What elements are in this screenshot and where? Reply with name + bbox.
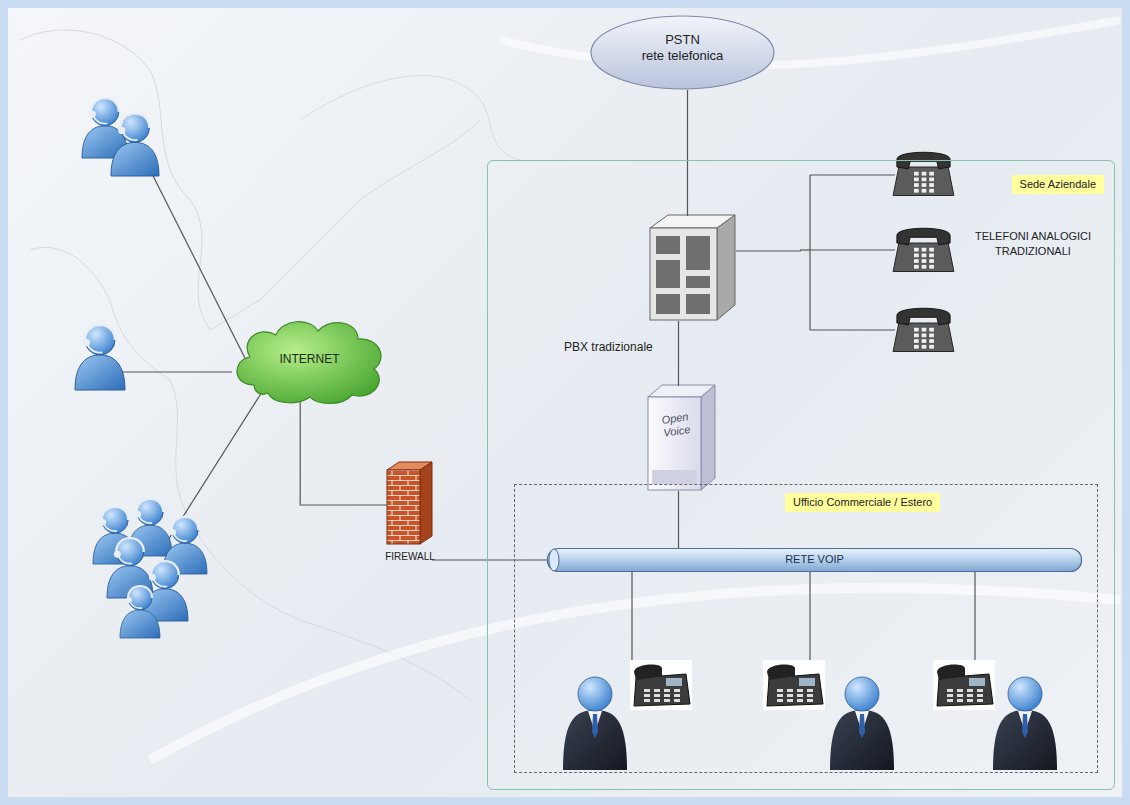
network-link xyxy=(432,559,547,560)
network-link xyxy=(678,321,679,386)
network-link xyxy=(736,250,801,251)
network-link xyxy=(687,90,688,216)
cloud-label: INTERNET xyxy=(232,352,387,366)
network-link xyxy=(678,491,679,548)
region-tag: Ufficio Commerciale / Estero xyxy=(785,493,940,512)
site-region: Sede AziendalePBX tradizionale TELEFONI A… xyxy=(487,160,1115,790)
analog-phones: TELEFONI ANALOGICI TRADIZIONALI xyxy=(801,141,1106,366)
network-link xyxy=(300,397,387,505)
pbx-server: PBX tradizionale xyxy=(639,216,736,321)
region-tag: Sede Aziendale xyxy=(1012,175,1104,194)
internet-cloud: INTERNET xyxy=(232,315,387,403)
server-brand: Open Voice xyxy=(649,409,702,442)
node-label: PBX tradizionale xyxy=(564,340,654,356)
node-subtitle: rete telefonica xyxy=(590,48,775,64)
bus-label: RETE VOIP xyxy=(547,553,1082,566)
node-label: FIREWALL xyxy=(370,551,450,563)
firewall: FIREWALL xyxy=(378,462,442,566)
node-title: PSTN xyxy=(590,32,775,48)
node-label: TELEFONI ANALOGICI TRADIZIONALI xyxy=(963,229,1103,259)
office-region: Ufficio Commerciale / EsteroRETE VOIP xyxy=(514,484,1098,773)
voip-gateway: Open Voice xyxy=(641,386,716,491)
voip-bus: RETE VOIP xyxy=(547,548,1082,572)
pstn-cloud: PSTNrete telefonica xyxy=(590,15,775,90)
